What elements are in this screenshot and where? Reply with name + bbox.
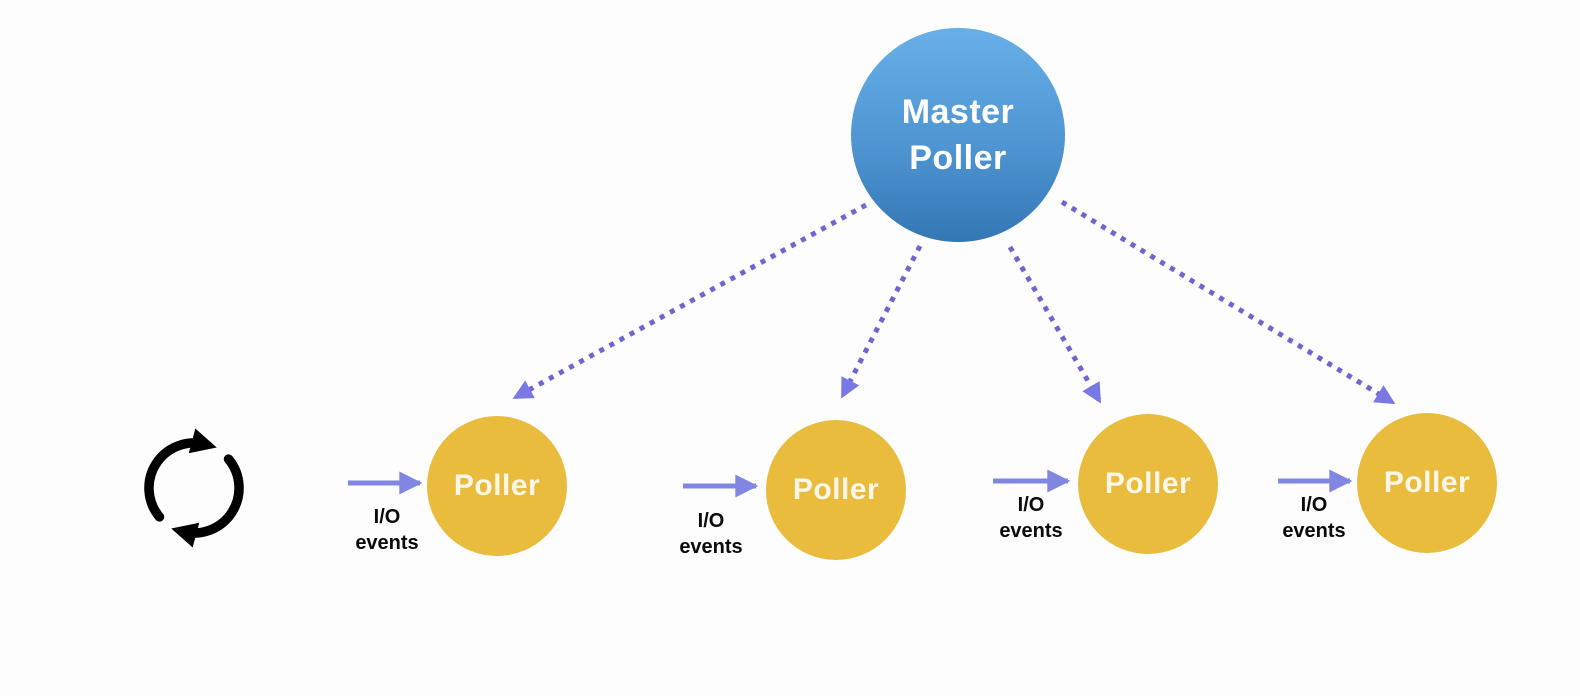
io-events-label-3: I/O events: [971, 492, 1091, 544]
dotted-arrow-master-to-poller-3: [1007, 245, 1102, 404]
poller-node-4: Poller: [1357, 413, 1497, 553]
poller-label: Poller: [453, 469, 541, 502]
master-poller-node: Master Poller: [851, 28, 1065, 242]
dotted-arrow-master-to-poller-1: [512, 202, 868, 400]
poller-label: Poller: [792, 473, 880, 506]
io-events-line2: events: [679, 536, 743, 558]
io-events-line1: I/O: [697, 510, 725, 532]
io-events-line1: I/O: [373, 506, 401, 528]
io-events-line1: I/O: [1300, 494, 1328, 516]
io-events-label-4: I/O events: [1254, 492, 1374, 544]
io-events-line1: I/O: [1017, 494, 1045, 516]
master-poller-label: Master Poller: [901, 93, 1015, 177]
io-events-label-1: I/O events: [327, 504, 447, 556]
io-events-label-2: I/O events: [651, 508, 771, 560]
dotted-arrow-master-to-poller-2: [840, 244, 923, 399]
poller-node-2: Poller: [766, 420, 906, 560]
io-events-line2: events: [355, 532, 419, 554]
poller-label: Poller: [1383, 466, 1471, 499]
io-events-line2: events: [1282, 520, 1346, 542]
poller-node-3: Poller: [1078, 414, 1218, 554]
poller-node-1: Poller: [427, 416, 567, 556]
poller-label: Poller: [1104, 467, 1192, 500]
io-events-line2: events: [999, 520, 1063, 542]
dotted-arrow-master-to-poller-4: [1060, 199, 1396, 405]
loop-refresh-icon: [144, 428, 244, 548]
